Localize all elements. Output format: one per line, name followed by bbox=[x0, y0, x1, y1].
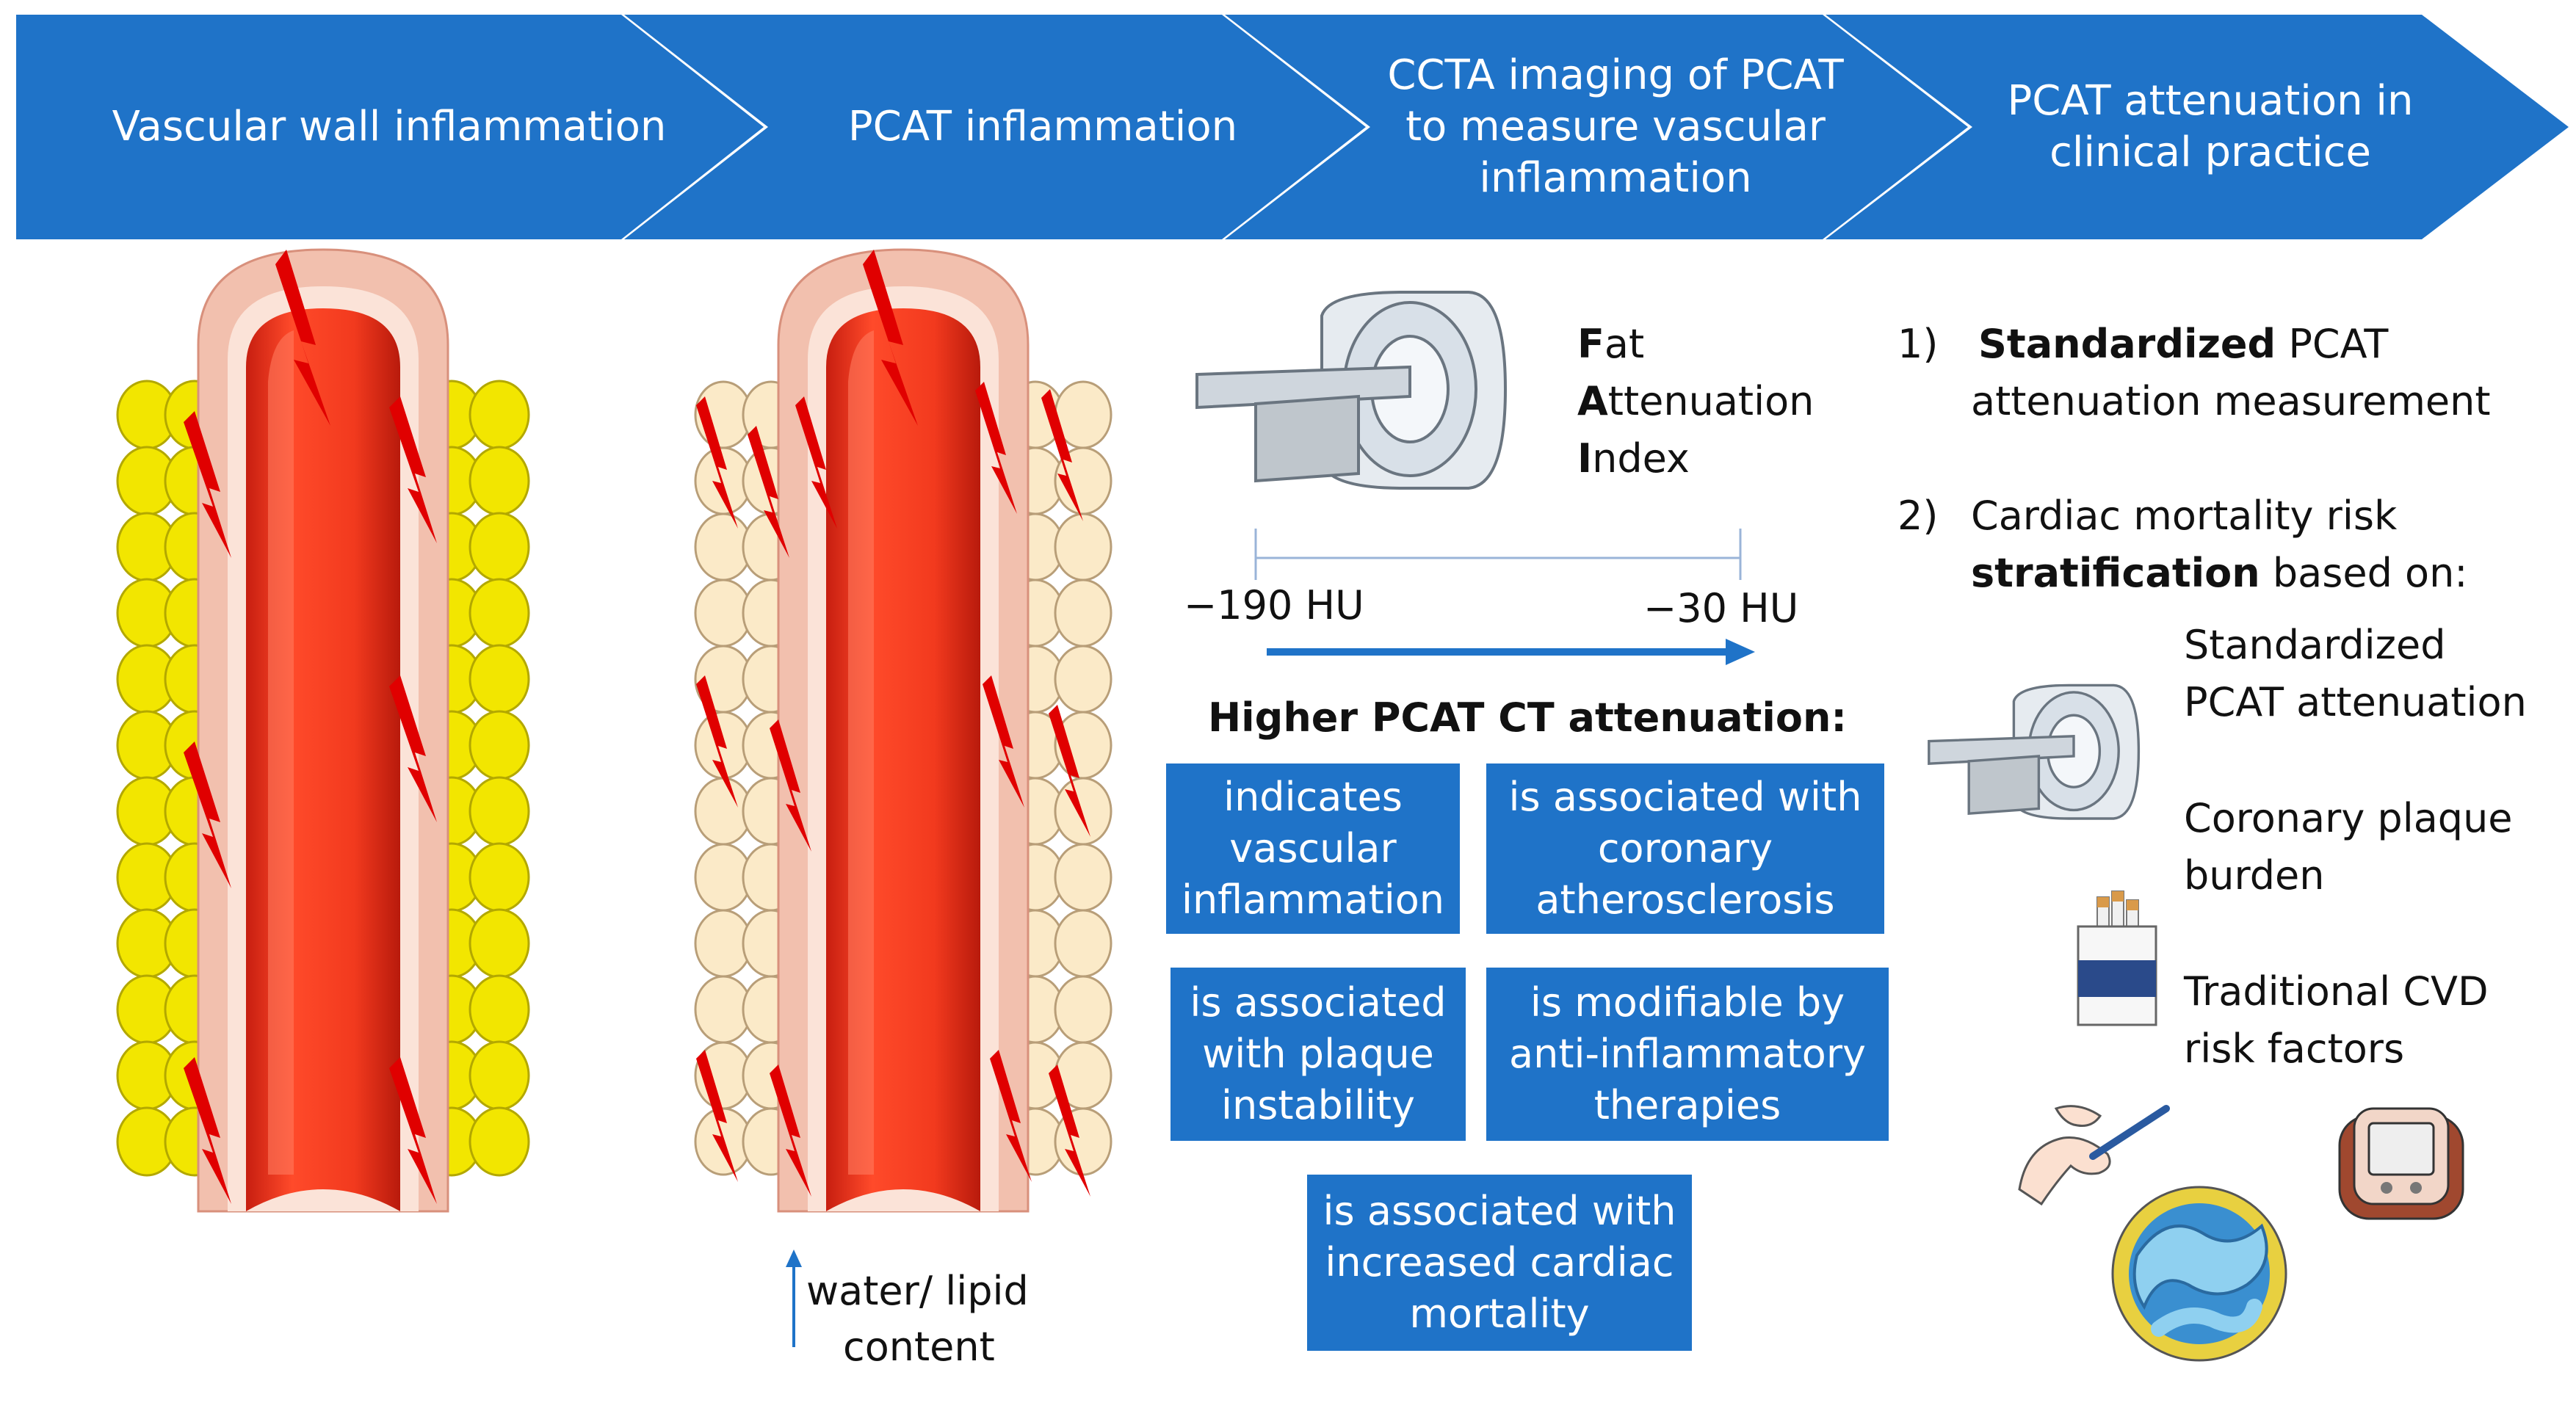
chevron-step-2 bbox=[624, 15, 1366, 239]
bolt-icon bbox=[795, 396, 837, 529]
bolt-icon bbox=[863, 250, 918, 426]
bolt-icon bbox=[990, 1050, 1032, 1182]
factor-2-line-2: burden bbox=[2184, 852, 2325, 899]
bolt-icon bbox=[389, 675, 437, 822]
step-3-label: CCTA imaging of PCAT to measure vascular… bbox=[1387, 51, 1844, 202]
bolt-icon bbox=[1041, 389, 1083, 521]
factor-2-line-1: Coronary plaque bbox=[2184, 795, 2513, 841]
bolt-icon bbox=[275, 250, 330, 426]
fact-box-plaque-instability: is associated with plaque instability bbox=[1171, 968, 1466, 1141]
step-4-label: PCAT attenuation in clinical practice bbox=[2007, 77, 2414, 176]
step-1-label: Vascular wall inflammation bbox=[112, 103, 667, 150]
item-1-number: 1) bbox=[1897, 321, 1939, 367]
fai-line-3: Index bbox=[1577, 435, 1690, 482]
item-2-line-1: Cardiac mortality risk bbox=[1971, 493, 2398, 539]
item-1-line-2: attenuation measurement bbox=[1971, 378, 2491, 424]
ct-scanner-icon-2 bbox=[1928, 683, 2141, 820]
fai-line-1: Fat bbox=[1577, 321, 1645, 367]
fact-box-therapies: is modifiable by anti-inflammatory thera… bbox=[1486, 968, 1889, 1141]
inflammation-bolts bbox=[696, 250, 1090, 1197]
bolt-icon bbox=[983, 675, 1024, 808]
attenuation-heading: Higher PCAT CT attenuation: bbox=[1207, 694, 1848, 741]
factor-1-line-1: Standardized bbox=[2184, 622, 2446, 668]
fact-box-inflammation: indicates vascular inflammation bbox=[1166, 763, 1460, 934]
water-lipid-label-2: content bbox=[843, 1324, 995, 1370]
arrow-right-icon bbox=[1726, 639, 1755, 665]
bolt-icon bbox=[1049, 1064, 1090, 1197]
bolt-icon bbox=[184, 741, 231, 888]
bolt-icon bbox=[184, 411, 231, 558]
hu-max-label: −30 HU bbox=[1643, 585, 1799, 631]
bolt-icon bbox=[696, 396, 738, 529]
bolt-icon bbox=[770, 1064, 811, 1197]
factor-3-line-1: Traditional CVD bbox=[2184, 968, 2489, 1015]
water-lipid-label: water/ lipid bbox=[806, 1268, 1029, 1314]
vessel-pcat-illustration bbox=[694, 248, 1112, 1213]
water-lipid-arrow bbox=[786, 1249, 802, 1347]
bolt-icon bbox=[696, 675, 738, 808]
bolt-icon bbox=[184, 1057, 231, 1204]
fact-box-mortality: is associated with increased cardiac mor… bbox=[1307, 1175, 1692, 1351]
blood-pressure-monitor-icon bbox=[2338, 1107, 2464, 1220]
hu-min-label: −190 HU bbox=[1184, 582, 1364, 628]
factor-3-line-2: risk factors bbox=[2184, 1026, 2405, 1072]
chevron-step-1 bbox=[16, 15, 764, 239]
fai-line-2: Attenuation bbox=[1577, 378, 1815, 424]
chevron-step-3 bbox=[1225, 15, 1968, 239]
bolt-icon bbox=[389, 396, 437, 543]
lumen-highlight bbox=[268, 330, 294, 1175]
glucose-lancet-hand-icon bbox=[2018, 1105, 2170, 1206]
bolt-icon bbox=[696, 1050, 738, 1182]
item-2-number: 2) bbox=[1897, 493, 1939, 539]
item-1-line-1: Standardized PCAT bbox=[1978, 321, 2389, 367]
header-chevron-bar bbox=[16, 15, 2569, 239]
bolt-icon bbox=[748, 426, 789, 558]
vessel-inflamed-illustration bbox=[116, 248, 530, 1213]
hu-range-scale bbox=[1254, 529, 1755, 665]
cigarette-pack-icon bbox=[2077, 891, 2157, 1026]
bolt-icon bbox=[1049, 705, 1090, 837]
step-2-label: PCAT inflammation bbox=[847, 103, 1238, 150]
lipoprotein-particle-icon bbox=[2111, 1186, 2287, 1362]
bolt-icon bbox=[770, 719, 811, 852]
lumen-highlight bbox=[848, 330, 874, 1175]
inflammation-bolts bbox=[184, 250, 437, 1204]
ct-scanner-icon bbox=[1195, 291, 1508, 490]
factor-1-line-2: PCAT attenuation bbox=[2184, 679, 2527, 725]
item-2-line-2: stratification based on: bbox=[1971, 550, 2468, 596]
chevron-step-4 bbox=[1826, 15, 2569, 239]
bolt-icon bbox=[389, 1057, 437, 1204]
bolt-icon bbox=[975, 382, 1017, 514]
fact-box-atherosclerosis: is associated with coronary atherosclero… bbox=[1486, 763, 1884, 934]
